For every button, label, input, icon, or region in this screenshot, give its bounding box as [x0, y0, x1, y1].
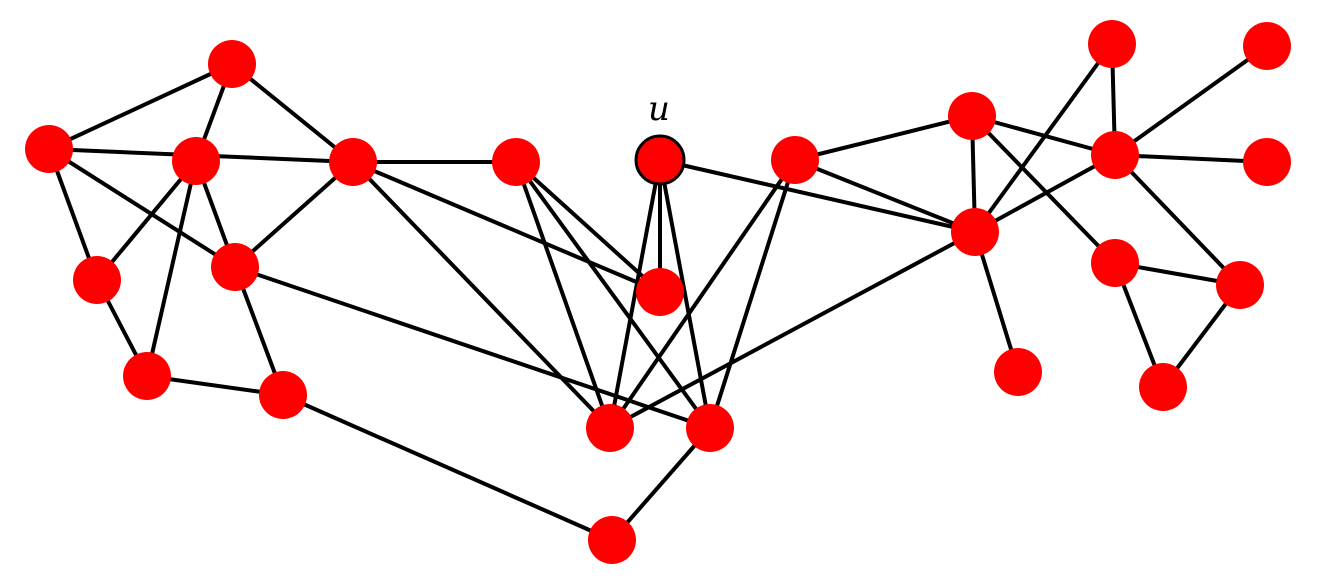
- node-n2: [25, 125, 73, 173]
- edge-n1-n3: [230, 62, 355, 164]
- edge-n12-n14: [708, 158, 797, 430]
- edge-n8-n27: [281, 393, 614, 542]
- node-n20: [994, 348, 1042, 396]
- node-n27: [588, 516, 636, 564]
- node-n19: [1091, 239, 1139, 287]
- nodes-layer: [25, 20, 1291, 564]
- edge-n15-n20: [973, 230, 1020, 374]
- edge-n12-n27: [610, 426, 712, 542]
- edge-n16-n17: [970, 114, 1117, 157]
- node-n16: [948, 92, 996, 140]
- edge-n13-n15: [658, 158, 977, 234]
- node-label-u: u: [648, 89, 670, 129]
- edge-n14-n16: [793, 114, 974, 162]
- node-n5: [211, 243, 259, 291]
- node-n18: [1088, 20, 1136, 68]
- edge-n3-n5: [233, 160, 355, 269]
- node-n17: [1091, 131, 1139, 179]
- node-n3: [329, 138, 377, 186]
- edge-n3-n10: [351, 160, 662, 294]
- edge-n9-n11: [514, 160, 612, 430]
- edge-n12-n13: [658, 158, 712, 430]
- node-n6: [73, 256, 121, 304]
- edge-n11-n13: [608, 158, 662, 430]
- edge-n15-n18: [973, 42, 1114, 234]
- node-n11: [586, 404, 634, 452]
- node-n10: [636, 268, 684, 316]
- node-n1: [208, 40, 256, 88]
- edge-n9-n12: [514, 160, 712, 430]
- edge-n17-n21: [1113, 153, 1269, 164]
- edge-n11-n15: [608, 230, 977, 430]
- node-n9: [492, 138, 540, 186]
- node-n15: [951, 208, 999, 256]
- node-n14: [771, 136, 819, 184]
- node-n22: [1216, 261, 1264, 309]
- edge-n16-n19: [970, 114, 1117, 265]
- node-n8: [259, 371, 307, 419]
- node-n21: [1243, 138, 1291, 186]
- node-u: [634, 134, 686, 186]
- edge-n3-n11: [351, 160, 612, 430]
- node-n7: [123, 352, 171, 400]
- edge-n2-n5: [47, 147, 237, 269]
- node-n4: [172, 137, 220, 185]
- edge-n17-n24: [1113, 44, 1269, 157]
- edge-n4-n6: [95, 159, 198, 282]
- node-n23: [1139, 363, 1187, 411]
- edge-n14-n15: [793, 158, 977, 234]
- node-n24: [1243, 22, 1291, 70]
- edge-n11-n14: [608, 158, 797, 430]
- node-n12: [686, 404, 734, 452]
- edge-n9-n10: [514, 160, 662, 294]
- edge-n17-n22: [1113, 153, 1242, 287]
- edge-n4-n7: [145, 159, 198, 378]
- edge-n1-n2: [47, 62, 234, 151]
